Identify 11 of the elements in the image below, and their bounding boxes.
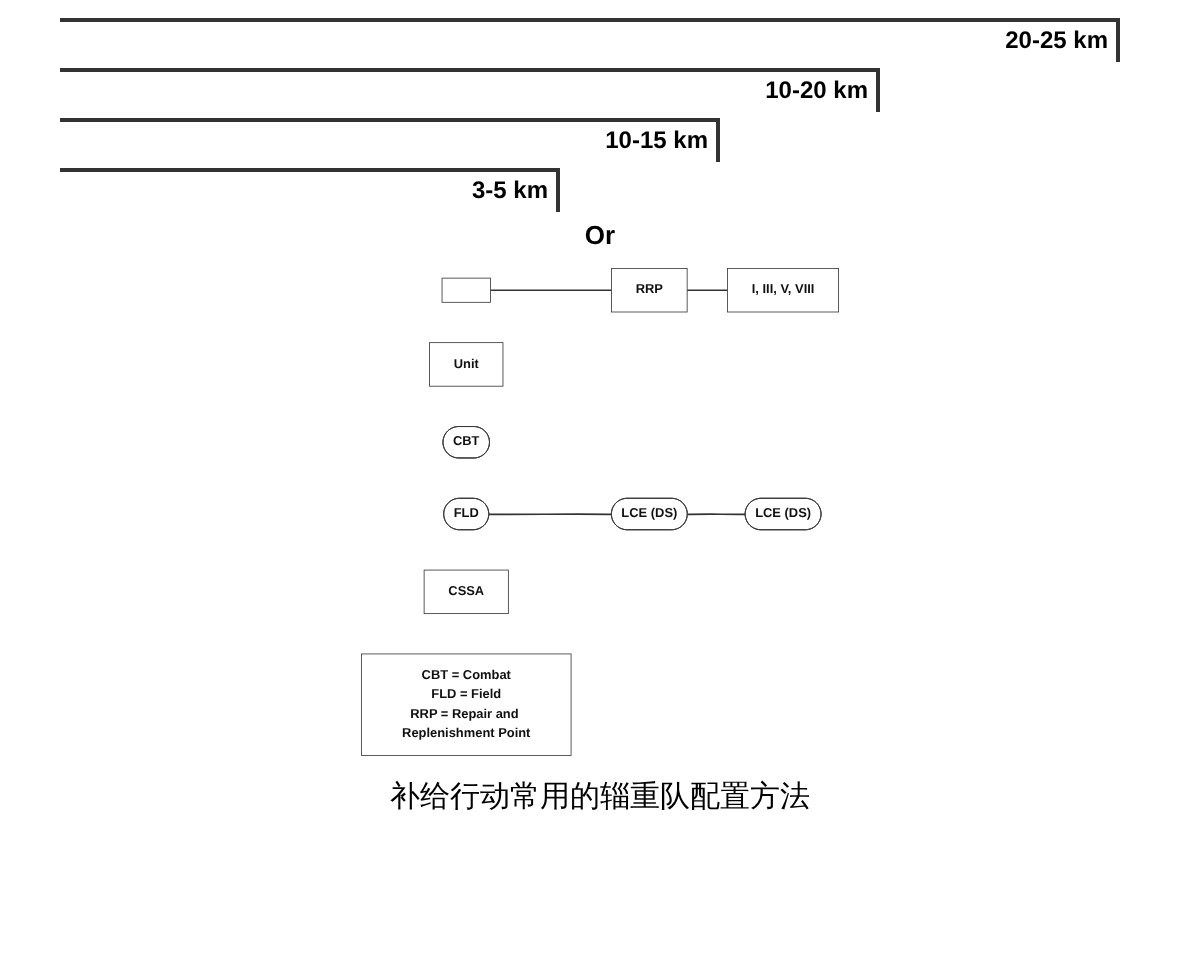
- distance-label: 10-15 km: [60, 118, 720, 162]
- distance-label: 20-25 km: [60, 18, 1120, 62]
- distance-label: 10-20 km: [60, 68, 880, 112]
- connector: [488, 513, 613, 516]
- distance-label: 3-5 km: [60, 168, 560, 212]
- connector: [489, 289, 613, 292]
- connector: [686, 513, 747, 516]
- text-label: Or: [582, 220, 618, 250]
- caption: 补给行动常用的辎重队配置方法: [388, 778, 812, 816]
- connector: [686, 289, 729, 292]
- node-box: [441, 277, 491, 303]
